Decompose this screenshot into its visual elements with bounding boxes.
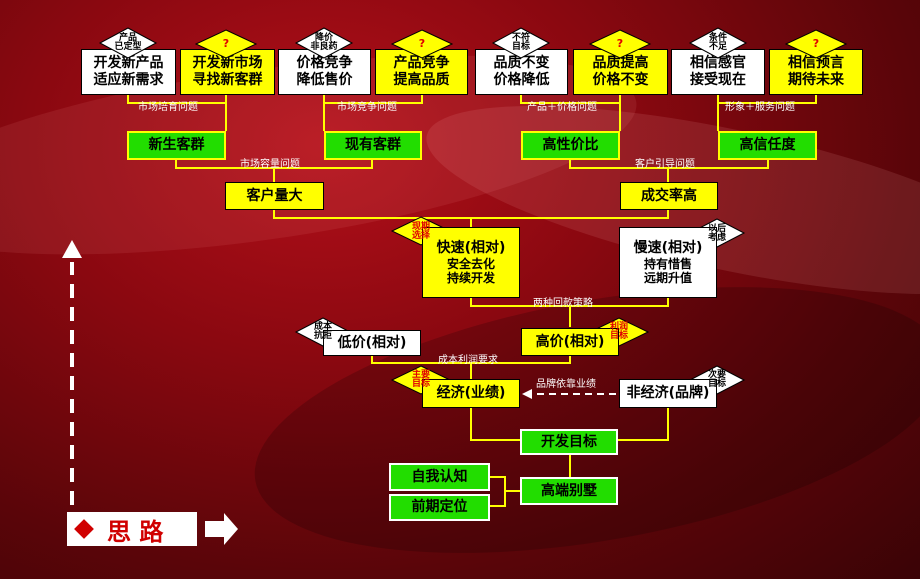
- top-box-6: 品质提高价格不变: [573, 49, 668, 95]
- footer-title-bar: 思 路: [67, 512, 197, 546]
- tag-1-text: 产品 已定型: [114, 32, 142, 52]
- top-box-5-line2: 价格降低: [493, 72, 550, 88]
- top-box-7-line2: 接受现在: [690, 72, 746, 88]
- tag-7-text: 条件 不足: [708, 32, 727, 52]
- label-product-price: 产品＋价格问题: [527, 102, 597, 113]
- tag-5-text: 不符 目标: [511, 32, 530, 52]
- slow-line-1: 持有惜售: [643, 256, 692, 271]
- fast-title: 快速(相对): [436, 239, 506, 256]
- box-large-customer-volume: 客户量大: [225, 182, 324, 210]
- top-box-5: 品质不变价格降低: [475, 49, 568, 95]
- label-market-competition: 市场竞争问题: [337, 102, 397, 113]
- top-box-2-line2: 寻找新客群: [192, 72, 263, 88]
- tag-current-choice: 现期 选择: [411, 221, 430, 241]
- top-box-3-line2: 降低售价: [296, 72, 353, 88]
- fast-line-1: 安全去化: [446, 256, 495, 271]
- label-customer-guidance: 客户引导问题: [635, 159, 695, 170]
- top-box-1-line1: 开发新产品: [93, 55, 164, 72]
- top-box-5-line1: 品质不变: [493, 55, 550, 72]
- box-high-conversion: 成交率高: [620, 182, 718, 210]
- box-non-economic-brand: 非经济(品牌): [619, 379, 717, 408]
- box-value-for-money: 高性价比: [521, 131, 620, 160]
- footer-title: 思 路: [107, 517, 164, 546]
- tag-later-consider: 以后 考虑: [707, 223, 726, 243]
- box-self-awareness: 自我认知: [389, 463, 490, 491]
- box-high-trust: 高信任度: [718, 131, 817, 160]
- tag-2-text: ?: [222, 37, 230, 51]
- slow-line-2: 远期升值: [643, 270, 692, 285]
- label-brand-relies-performance: 品牌依靠业绩: [536, 379, 596, 390]
- box-low-price: 低价(相对): [323, 330, 421, 356]
- top-box-2-line1: 开发新市场: [192, 55, 263, 72]
- top-box-1-line2: 适应新需求: [93, 72, 164, 88]
- label-market-capacity: 市场容量问题: [240, 159, 300, 170]
- top-box-7: 相信感官接受现在: [671, 49, 765, 95]
- box-early-positioning: 前期定位: [389, 494, 490, 521]
- box-economic-performance: 经济(业绩): [422, 379, 520, 408]
- top-box-2: 开发新市场寻找新客群: [180, 49, 275, 95]
- fast-line-2: 持续开发: [446, 270, 495, 285]
- label-payment-strategies: 两种回款策略: [533, 298, 593, 309]
- top-box-6-line2: 价格不变: [592, 72, 649, 88]
- top-box-8-line2: 期待未来: [788, 72, 844, 88]
- label-market-cultivation: 市场培育问题: [138, 102, 198, 113]
- tag-cost-resistance: 成本 抗拒: [313, 321, 332, 341]
- box-high-end-villa: 高端别墅: [520, 477, 618, 505]
- tag-6-text: ?: [616, 37, 624, 51]
- top-box-4-line1: 产品竞争: [393, 55, 450, 72]
- label-cost-profit: 成本利润要求: [438, 355, 498, 366]
- tag-main-target: 主要 目标: [411, 369, 430, 389]
- box-existing-customers: 现有客群: [324, 131, 422, 160]
- box-high-price: 高价(相对): [521, 328, 619, 356]
- tag-3-text: 降价 非良药: [310, 32, 338, 52]
- diamond-bullet-icon: [74, 519, 94, 539]
- tag-profit-target: 利润 目标: [609, 321, 628, 341]
- top-box-6-line1: 品质提高: [592, 55, 649, 72]
- tag-4-text: ?: [418, 37, 426, 51]
- box-new-customers: 新生客群: [127, 131, 226, 160]
- top-box-7-line1: 相信感官: [690, 55, 746, 72]
- box-fast-speed: 快速(相对) 安全去化 持续开发: [422, 227, 520, 298]
- top-box-3-line1: 价格竞争: [296, 55, 353, 72]
- top-box-4-line2: 提高品质: [393, 72, 450, 88]
- tag-secondary-target: 次要 目标: [707, 369, 726, 389]
- slow-title: 慢速(相对): [633, 239, 703, 256]
- box-slow-speed: 慢速(相对) 持有惜售 远期升值: [619, 227, 717, 298]
- label-image-service: 形象＋服务问题: [725, 102, 795, 113]
- top-box-3: 价格竞争降低售价: [278, 49, 371, 95]
- top-box-8: 相信预言期待未来: [769, 49, 863, 95]
- top-box-1: 开发新产品适应新需求: [81, 49, 176, 95]
- box-development-goal: 开发目标: [520, 429, 618, 455]
- tag-8-text: ?: [812, 37, 820, 51]
- top-box-8-line1: 相信预言: [788, 55, 844, 72]
- top-box-4: 产品竞争提高品质: [375, 49, 468, 95]
